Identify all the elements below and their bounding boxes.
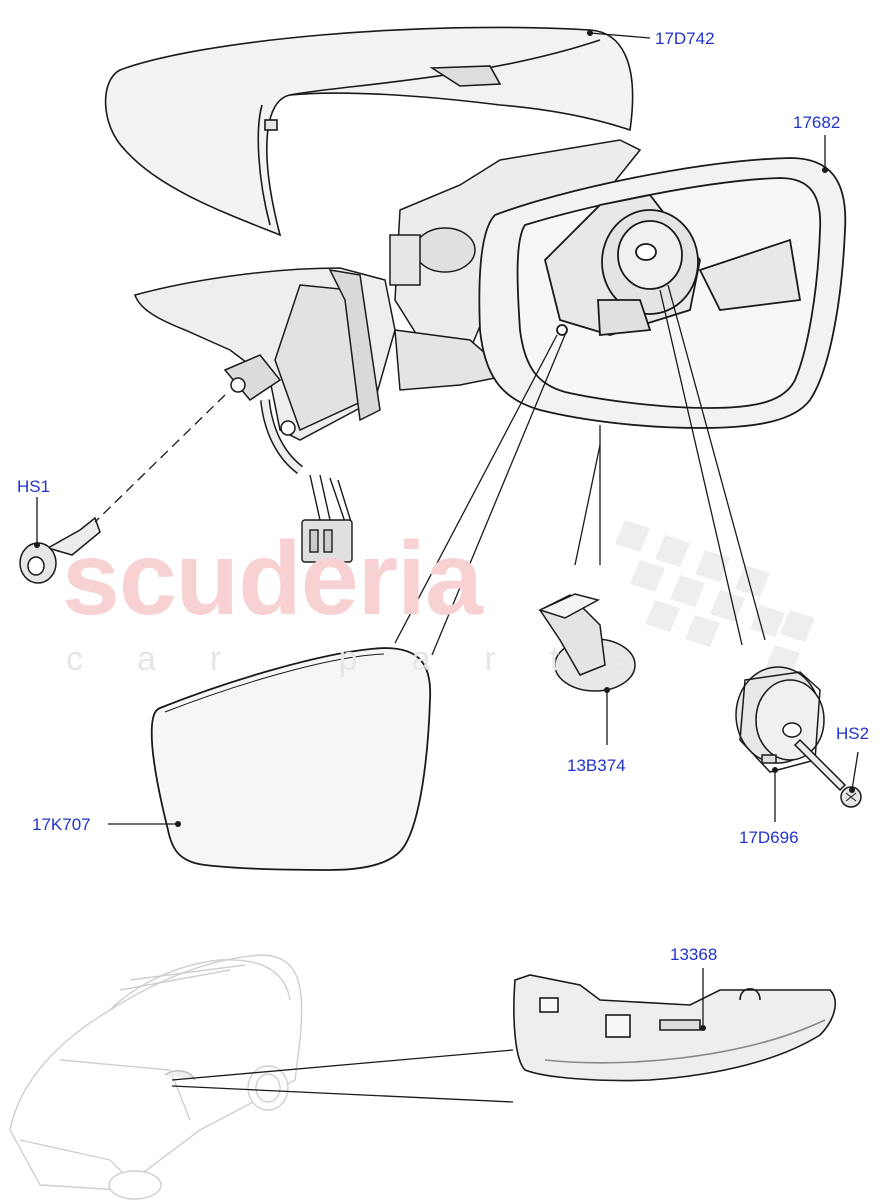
screw-hs2 [793, 738, 862, 808]
label-screw-hs2: HS2 [836, 724, 870, 743]
label-motor: 17D696 [739, 828, 799, 847]
label-lamp: 13368 [670, 945, 718, 964]
bolt-hs1 [19, 516, 101, 584]
vehicle-illustration [9, 954, 303, 1200]
label-housing: 17682 [793, 113, 841, 132]
mirror-housing [478, 157, 847, 429]
mirror-cover [104, 26, 634, 237]
mirror-glass [150, 647, 432, 871]
side-repeater-lamp [513, 974, 836, 1082]
checkered-flag-watermark [615, 520, 815, 677]
leader-dots [34, 30, 855, 1031]
mirror-motor [735, 666, 825, 773]
label-cover: 17D742 [655, 29, 715, 48]
leader-lines [36, 32, 859, 1103]
label-seal: 13B374 [567, 756, 626, 775]
wiring-connector [301, 474, 353, 563]
mirror-seal [537, 593, 636, 692]
label-bolt-hs1: HS1 [17, 477, 51, 496]
label-glass: 17K707 [32, 815, 91, 834]
